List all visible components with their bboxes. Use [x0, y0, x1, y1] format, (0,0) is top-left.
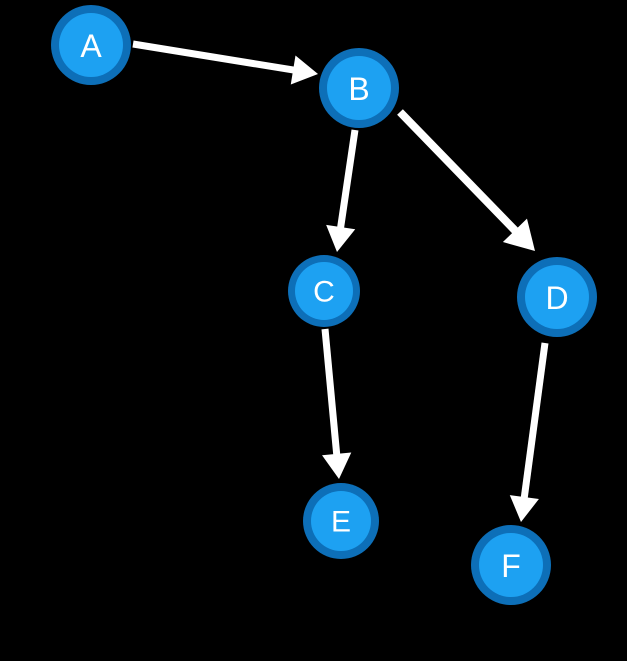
edge-c-to-e[interactable] [321, 328, 352, 479]
node-label-b: B [348, 71, 369, 107]
node-fill [479, 533, 543, 597]
node-fill [525, 265, 589, 329]
graph-node-c[interactable]: C [288, 255, 360, 327]
edge-shaft [397, 109, 519, 235]
node-fill [295, 262, 353, 320]
edge-b-to-c[interactable] [326, 129, 359, 252]
edge-shaft [336, 129, 359, 230]
edge-shaft [321, 328, 341, 456]
arrowhead-icon [502, 218, 535, 251]
arrowhead-icon [509, 495, 539, 522]
node-label-f: F [501, 548, 521, 584]
graph-node-d[interactable]: D [517, 257, 597, 337]
node-fill [59, 13, 123, 77]
edge-b-to-d[interactable] [397, 109, 535, 251]
arrowhead-icon [290, 55, 318, 85]
edge-a-to-b[interactable] [132, 40, 318, 85]
graph-node-a[interactable]: A [51, 5, 131, 85]
arrowhead-icon [322, 452, 352, 479]
node-fill [327, 56, 391, 120]
node-fill [311, 491, 371, 551]
graph-node-e[interactable]: E [303, 483, 379, 559]
node-label-d: D [545, 280, 568, 316]
edge-shaft [132, 40, 296, 74]
nodes-layer: A B C D E F [51, 5, 597, 605]
node-label-a: A [80, 28, 102, 64]
edges-layer [132, 40, 549, 522]
node-label-c: C [313, 276, 335, 309]
edge-d-to-f[interactable] [509, 342, 549, 522]
graph-node-b[interactable]: B [319, 48, 399, 128]
node-label-e: E [331, 506, 351, 539]
graph-node-f[interactable]: F [471, 525, 551, 605]
edge-shaft [520, 342, 549, 499]
arrowhead-icon [326, 224, 356, 252]
